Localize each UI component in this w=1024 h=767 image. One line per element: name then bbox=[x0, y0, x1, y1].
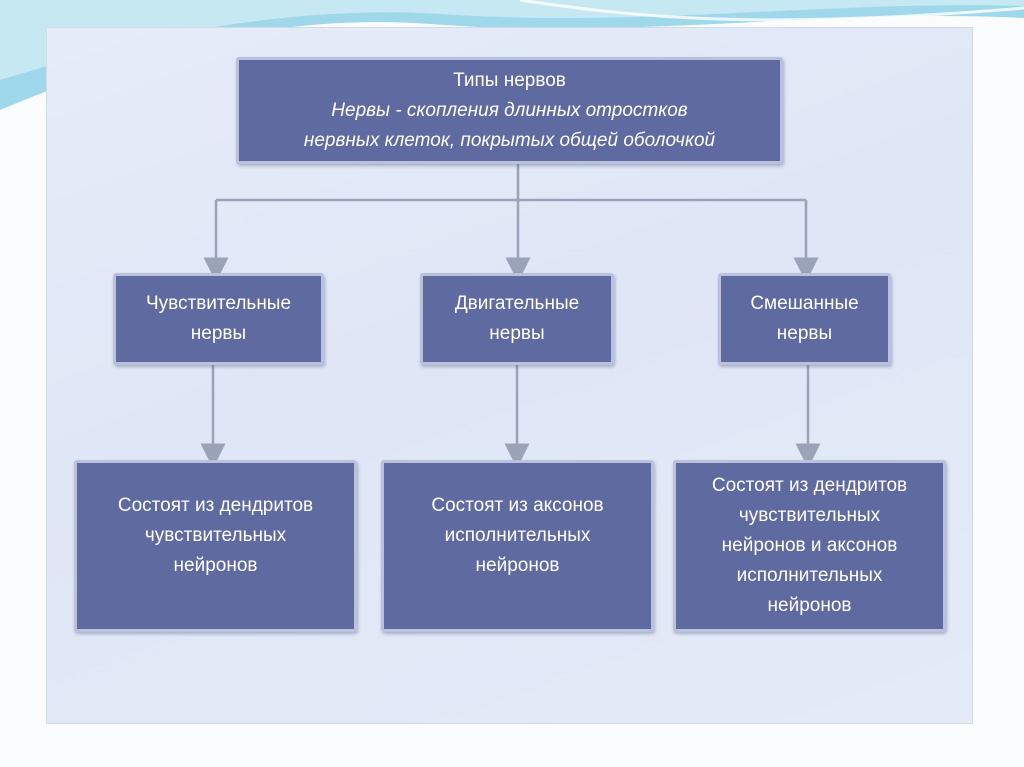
node-sensory-nerves: Чувствительные нервы bbox=[113, 273, 324, 365]
description-motor-nerves: Состоят из аксонов исполнительных нейрон… bbox=[381, 460, 654, 632]
root-definition-line-2: нервных клеток, покрытых общей оболочкой bbox=[303, 129, 716, 151]
description-line-3: нейронов bbox=[475, 555, 560, 576]
node-label-line-2: нервы bbox=[776, 323, 833, 344]
node-label-line-1: Чувствительные bbox=[145, 293, 292, 314]
description-line-2: чувствительных bbox=[144, 525, 287, 546]
description-line-1: Состоят из аксонов bbox=[431, 495, 604, 516]
node-motor-nerves: Двигательные нервы bbox=[420, 273, 614, 365]
node-label-line-1: Смешанные bbox=[750, 293, 859, 314]
description-mixed-nerves: Состоят из дендритов чувствительных нейр… bbox=[673, 460, 946, 632]
description-line-4: исполнительных bbox=[736, 565, 883, 586]
description-line-1: Состоят из дендритов bbox=[117, 495, 314, 516]
description-line-5: нейронов bbox=[767, 595, 852, 616]
node-mixed-nerves: Смешанные нервы bbox=[718, 273, 891, 365]
description-sensory-nerves: Состоят из дендритов чувствительных нейр… bbox=[74, 460, 357, 632]
root-definition-line-1: Нервы - скопления длинных отростков bbox=[331, 99, 688, 121]
root-title: Типы нервов bbox=[453, 69, 566, 91]
root-node-nerve-types: Типы нервов Нервы - скопления длинных от… bbox=[236, 57, 783, 164]
description-line-3: нейронов bbox=[173, 555, 258, 576]
description-line-3: нейронов и аксонов bbox=[721, 535, 898, 556]
node-label-line-1: Двигательные bbox=[454, 293, 580, 314]
description-line-1: Состоят из дендритов bbox=[711, 475, 908, 496]
node-label-line-2: нервы bbox=[489, 323, 545, 344]
description-line-2: исполнительных bbox=[444, 525, 591, 546]
decorative-top-wave bbox=[0, 0, 1024, 110]
description-line-2: чувствительных bbox=[738, 505, 881, 526]
node-label-line-2: нервы bbox=[190, 323, 247, 344]
